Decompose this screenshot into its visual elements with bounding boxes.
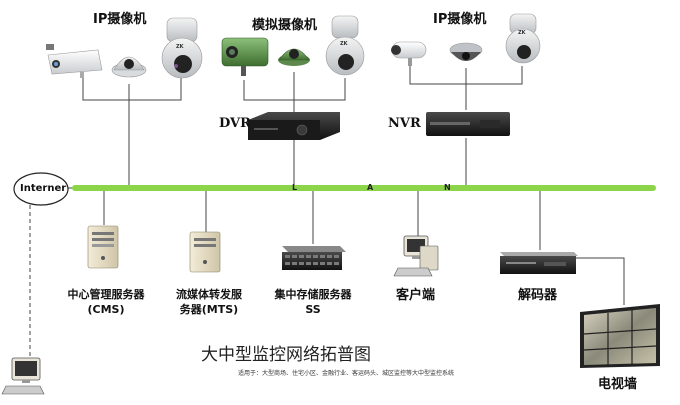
label-storage-line1: 集中存储服务器 [274,288,352,301]
camera-brand-badge-2: ZK [340,41,348,47]
camera-brand-badge-3: ZK [518,30,526,36]
connection-lines [68,64,625,305]
label-ip-cameras-left: IP摄像机 [93,12,147,27]
label-mts: 流媒体转发服 务器(MTS) [172,287,246,317]
ip-dome-camera-right [449,42,483,61]
decoder-device-icon [500,252,578,274]
ip-dome-camera-left [111,56,147,78]
label-mts-line2: 务器(MTS) [179,303,239,316]
label-internet: Interner [20,183,67,194]
lan-letter-l: L [292,183,298,192]
label-nvr: NVR [388,116,421,131]
label-ip-cameras-right: IP摄像机 [433,12,487,27]
label-video-wall: 电视墙 [598,377,638,392]
client-pc-icon [393,235,439,277]
analog-dome-camera [278,48,310,66]
label-analog-cameras: 模拟摄像机 [252,18,318,33]
ip-speed-dome-right [505,13,541,64]
label-storage: 集中存储服务器 SS [268,287,358,317]
dvr-device [248,112,340,140]
video-wall-icon [580,304,660,368]
analog-bullet-camera [221,37,269,76]
mts-server-icon [189,231,221,273]
label-mts-line1: 流媒体转发服 [176,288,242,301]
link-ip-left-bus [82,76,182,101]
nvr-device [426,112,510,136]
ip-bullet-camera-right [391,41,427,66]
internet-node [13,172,69,206]
diagram-title: 大中型监控网络拓普图 [201,345,371,365]
camera-brand-badge-1: ZK [176,44,184,50]
label-cms-line2: (CMS) [87,303,125,316]
storage-server-icon [282,246,346,270]
label-storage-line2: SS [305,303,321,316]
diagram-subtitle: 适用于：大型商场、住宅小区、金融行业、客运码头、城区监控等大中型监控系统 [238,370,455,377]
link-decoder-wall [574,257,625,305]
remote-pc-icon [1,357,45,395]
analog-speed-dome [325,15,365,76]
label-cms: 中心管理服务器 (CMS) [64,287,148,317]
label-decoder: 解码器 [518,288,558,303]
label-cms-line1: 中心管理服务器 [67,288,145,301]
lan-letter-n: N [444,183,451,192]
cms-server-icon [87,225,119,269]
lan-backbone [72,185,656,191]
lan-letter-a: A [367,183,374,192]
label-client: 客户端 [396,288,436,303]
ip-bullet-camera-left [46,44,103,78]
label-dvr: DVR [219,116,251,131]
ip-speed-dome-left [161,17,203,79]
